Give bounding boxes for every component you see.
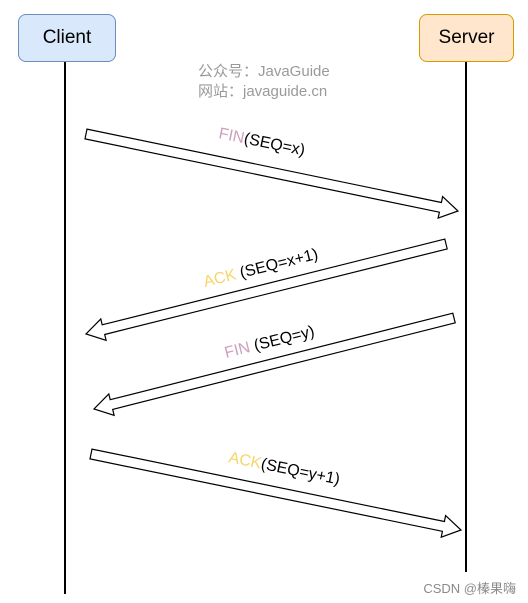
watermark-line-1: 公众号：JavaGuide [198, 63, 330, 80]
message-ack-x1: ACK (SEQ=x+1) [84, 238, 448, 342]
message-ack-y1: ACK(SEQ=y+1) [89, 448, 463, 539]
label-fin-seq-x: FIN(SEQ=x) [217, 125, 306, 159]
params-seq-x: (SEQ=x) [242, 130, 306, 159]
flag-ack-2: ACK [227, 449, 263, 472]
arrow-ack-client-to-server [89, 448, 463, 539]
flag-fin-2: FIN [223, 339, 252, 362]
flag-fin: FIN [217, 125, 246, 147]
server-label: Server [438, 27, 495, 48]
arrow-fin-server-to-client [92, 312, 456, 417]
arrow-ack-server-to-client [84, 238, 448, 342]
watermark-line-2: 网站：javaguide.cn [198, 83, 328, 100]
params-seq-y1: (SEQ=y+1) [259, 456, 341, 489]
arrow-fin-client-to-server [84, 128, 460, 220]
server-node: Server [419, 14, 514, 62]
footer-credit: CSDN @榛果嗨 [423, 581, 516, 596]
message-fin-x: FIN(SEQ=x) [84, 125, 460, 220]
client-label: Client [42, 27, 92, 48]
message-fin-y: FIN (SEQ=y) [92, 312, 456, 417]
flag-ack: ACK [202, 266, 238, 291]
client-node: Client [18, 14, 116, 62]
